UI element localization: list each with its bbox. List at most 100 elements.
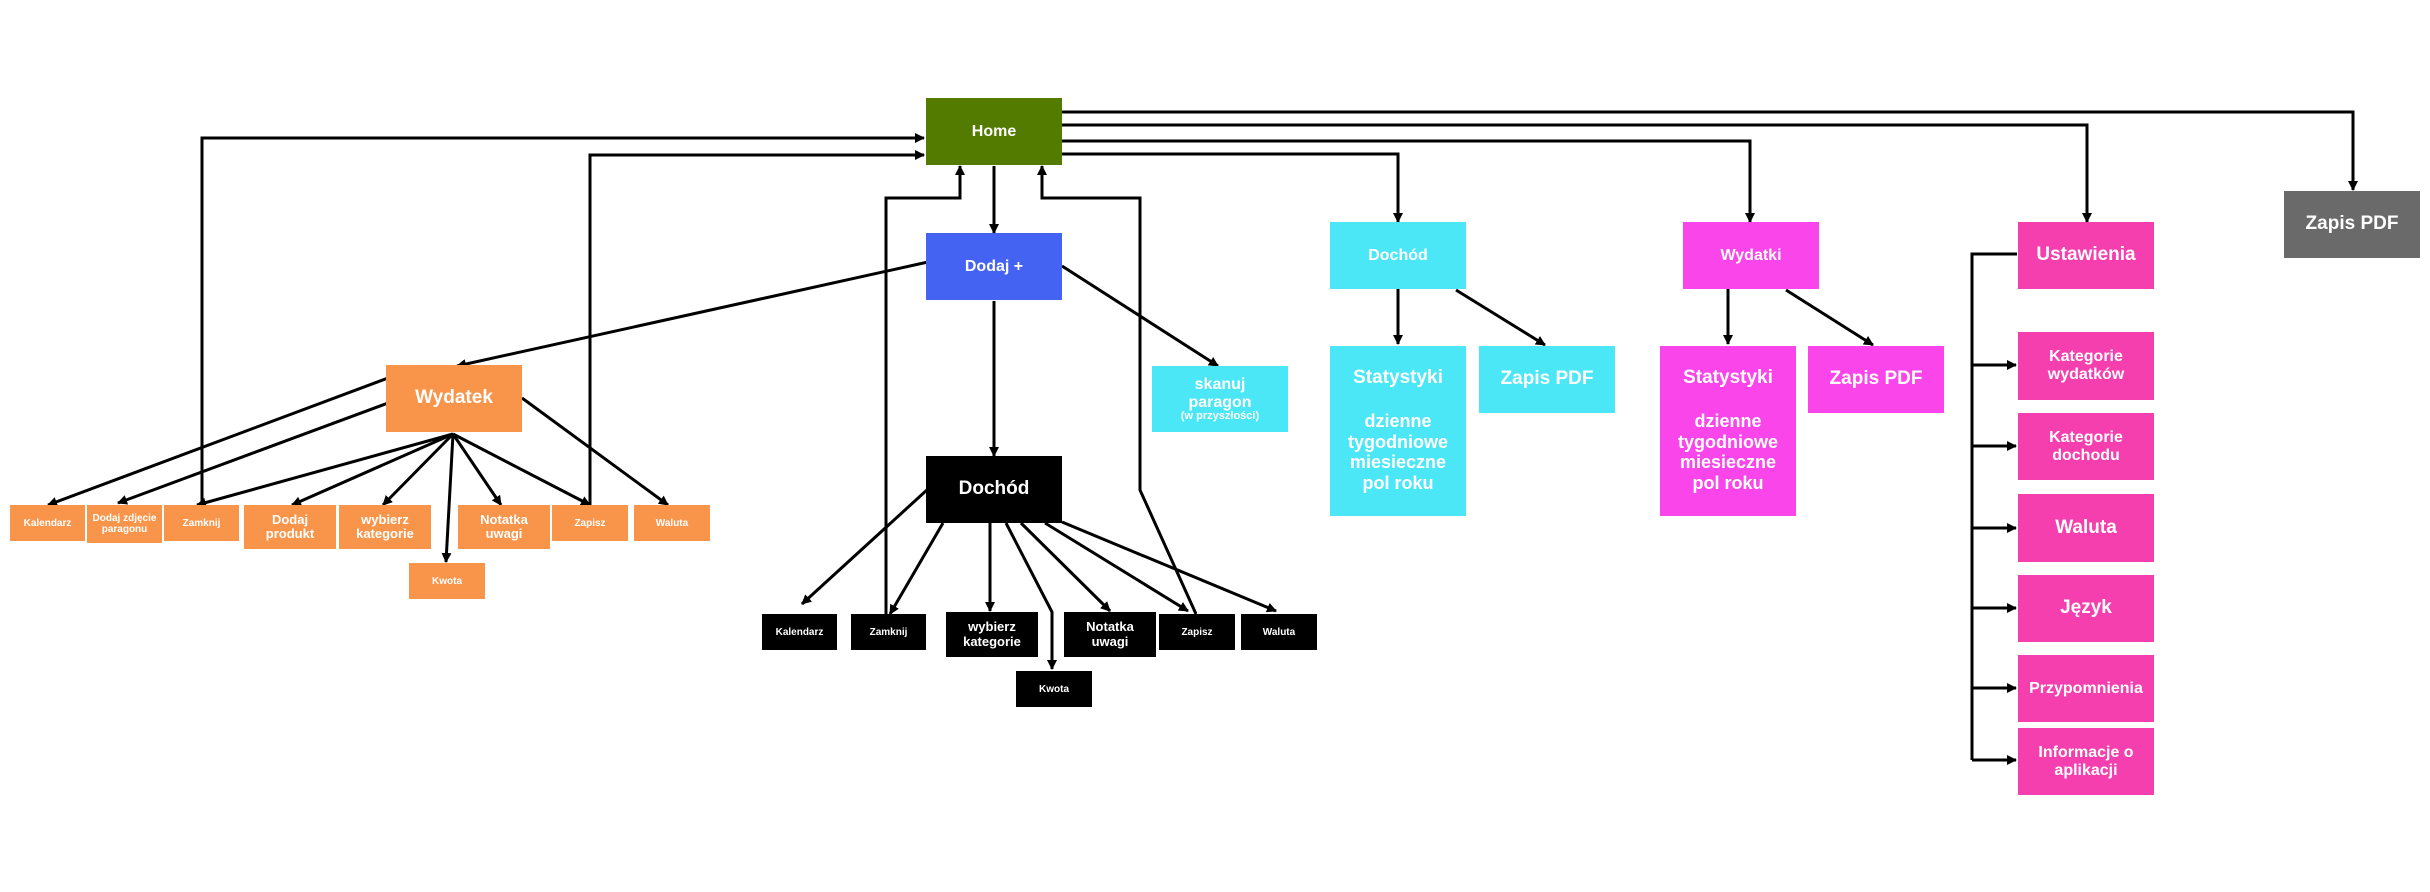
link-dochod-notatka bbox=[1019, 521, 1112, 613]
node-kat-dochodu[interactable]: Kategorie dochodu bbox=[2018, 413, 2154, 480]
node-w-kwota[interactable]: Kwota bbox=[409, 563, 485, 599]
node-dochod-main[interactable]: Dochód bbox=[926, 456, 1062, 523]
link-w-zamknij-home bbox=[200, 133, 925, 505]
node-ustawienia-label: Ustawienia bbox=[2036, 244, 2136, 266]
node-w-notatka[interactable]: Notatka uwagi bbox=[458, 505, 550, 549]
node-d-kalendarz-label: Kalendarz bbox=[775, 626, 824, 638]
node-wydatki-top-label: Wydatki bbox=[1720, 246, 1782, 264]
link-wydatki-pdf bbox=[1785, 288, 1874, 347]
node-d-zamknij[interactable]: Zamknij bbox=[851, 614, 926, 650]
node-home[interactable]: Home bbox=[926, 98, 1062, 165]
node-dochod-main-label: Dochód bbox=[958, 478, 1030, 500]
link-wydatek-waluta bbox=[521, 396, 669, 507]
node-d-zapisz-label: Zapisz bbox=[1181, 626, 1213, 638]
node-w-zapisz-label: Zapisz bbox=[574, 517, 606, 529]
link-home-wydatki bbox=[1062, 139, 1755, 223]
node-w-produkt-label: Dodaj produkt bbox=[265, 511, 315, 541]
link-dochod-kalendarz bbox=[800, 487, 930, 606]
node-dochod-pdf[interactable]: Zapis PDF bbox=[1479, 346, 1615, 413]
link-home-dochod bbox=[1062, 152, 1403, 223]
node-w-waluta[interactable]: Waluta bbox=[634, 505, 710, 541]
link-hub-kategorie bbox=[381, 432, 455, 507]
link-wydatek-zdjecie bbox=[117, 401, 389, 505]
node-w-kategorie-label: wybierz kategorie bbox=[356, 511, 414, 541]
node-zapis-pdf-main[interactable]: Zapis PDF bbox=[2284, 191, 2420, 258]
node-jezyk[interactable]: Język bbox=[2018, 575, 2154, 642]
node-wydatki-stat[interactable]: Statystyki dzienne tygodniowe miesieczne… bbox=[1660, 346, 1796, 516]
node-kat-wydatkow[interactable]: Kategorie wydatków bbox=[2018, 332, 2154, 400]
node-dochod-stat-lines: dzienne tygodniowe miesieczne pol roku bbox=[1348, 411, 1448, 494]
link-hub-zamknij bbox=[196, 432, 454, 508]
link-dochod-kwota bbox=[1004, 522, 1057, 670]
link-home-ustawienia bbox=[1062, 123, 2092, 223]
node-wydatki-stat-lines: dzienne tygodniowe miesieczne pol roku bbox=[1678, 411, 1778, 494]
link-hub-produkt bbox=[291, 432, 454, 507]
node-d-kwota-label: Kwota bbox=[1039, 683, 1069, 695]
link-hub-zapisz bbox=[452, 432, 591, 507]
node-d-zamknij-label: Zamknij bbox=[869, 626, 908, 638]
node-u-waluta[interactable]: Waluta bbox=[2018, 494, 2154, 562]
link-dochod-zapisz bbox=[1044, 521, 1189, 613]
node-wydatki-top[interactable]: Wydatki bbox=[1683, 222, 1819, 289]
node-w-produkt[interactable]: Dodaj produkt bbox=[244, 505, 336, 549]
node-d-waluta[interactable]: Waluta bbox=[1241, 614, 1317, 650]
node-dodaj-label: Dodaj + bbox=[964, 257, 1024, 275]
node-wydatki-pdf-label: Zapis PDF bbox=[1829, 368, 1923, 390]
node-wydatki-pdf[interactable]: Zapis PDF bbox=[1808, 346, 1944, 413]
node-d-notatka[interactable]: Notatka uwagi bbox=[1064, 612, 1156, 657]
node-w-kategorie[interactable]: wybierz kategorie bbox=[339, 505, 431, 549]
node-w-kalendarz[interactable]: Kalendarz bbox=[10, 505, 85, 541]
node-dochod-stat-title: Statystyki bbox=[1353, 367, 1443, 389]
node-d-kwota[interactable]: Kwota bbox=[1016, 671, 1092, 707]
node-przypomnienia-label: Przypomnienia bbox=[2029, 679, 2143, 697]
node-d-kategorie[interactable]: wybierz kategorie bbox=[946, 612, 1038, 657]
node-informacje[interactable]: Informacje o aplikacji bbox=[2018, 728, 2154, 795]
node-przypomnienia[interactable]: Przypomnienia bbox=[2018, 655, 2154, 722]
link-wydatek-kalendarz bbox=[47, 376, 389, 507]
node-ustawienia[interactable]: Ustawienia bbox=[2018, 222, 2154, 289]
node-w-waluta-label: Waluta bbox=[655, 517, 689, 529]
node-skanuj-label: skanuj paragon bbox=[1188, 375, 1252, 411]
node-dochod-stat[interactable]: Statystyki dzienne tygodniowe miesieczne… bbox=[1330, 346, 1466, 516]
link-dodaj-wydatek bbox=[456, 260, 929, 369]
node-w-zapisz[interactable]: Zapisz bbox=[552, 505, 628, 541]
node-w-notatka-label: Notatka uwagi bbox=[480, 511, 528, 541]
link-ustawienia-trunk bbox=[1970, 252, 2017, 760]
node-kat-wydatkow-label: Kategorie wydatków bbox=[2047, 348, 2125, 383]
link-hub-notatka bbox=[451, 433, 503, 506]
node-u-waluta-label: Waluta bbox=[2055, 516, 2117, 538]
node-dochod-pdf-label: Zapis PDF bbox=[1500, 368, 1594, 390]
link-home-zapis-pdf bbox=[1062, 110, 2358, 191]
node-w-zdjecie[interactable]: Dodaj zdjęcie paragonu bbox=[87, 505, 162, 543]
node-wydatki-stat-title: Statystyki bbox=[1683, 367, 1773, 389]
node-w-kalendarz-label: Kalendarz bbox=[23, 517, 72, 529]
node-skanuj[interactable]: skanuj paragon (w przyszłości) bbox=[1152, 366, 1288, 432]
link-w-zapisz-home bbox=[588, 150, 925, 505]
link-hub-kwota bbox=[441, 433, 455, 563]
node-w-zdjecie-label: Dodaj zdjęcie paragonu bbox=[92, 513, 157, 535]
node-home-label: Home bbox=[971, 122, 1017, 140]
node-d-kalendarz[interactable]: Kalendarz bbox=[762, 614, 837, 650]
node-d-zapisz[interactable]: Zapisz bbox=[1159, 614, 1235, 650]
node-dochod-top[interactable]: Dochód bbox=[1330, 222, 1466, 289]
node-kat-dochodu-label: Kategorie dochodu bbox=[2049, 428, 2123, 464]
node-jezyk-label: Język bbox=[2060, 597, 2112, 619]
node-dodaj[interactable]: Dodaj + bbox=[926, 233, 1062, 300]
node-informacje-label: Informacje o aplikacji bbox=[2038, 743, 2134, 779]
link-d-zamknij-home bbox=[884, 165, 965, 614]
node-skanuj-sublabel: (w przyszłości) bbox=[1180, 410, 1260, 423]
link-dochodtop-pdf bbox=[1455, 288, 1546, 347]
node-w-zamknij-label: Zamknij bbox=[182, 517, 221, 529]
node-dochod-top-label: Dochód bbox=[1368, 246, 1428, 264]
link-dochod-waluta bbox=[1061, 520, 1277, 613]
node-w-kwota-label: Kwota bbox=[432, 575, 462, 587]
link-dochod-zamknij bbox=[888, 522, 945, 615]
node-w-zamknij[interactable]: Zamknij bbox=[164, 505, 239, 541]
node-zapis-pdf-main-label: Zapis PDF bbox=[2305, 213, 2399, 235]
node-wydatek[interactable]: Wydatek bbox=[386, 365, 522, 432]
node-d-notatka-label: Notatka uwagi bbox=[1086, 619, 1134, 649]
node-d-waluta-label: Waluta bbox=[1262, 626, 1296, 638]
link-d-zapisz-home bbox=[1037, 165, 1198, 615]
